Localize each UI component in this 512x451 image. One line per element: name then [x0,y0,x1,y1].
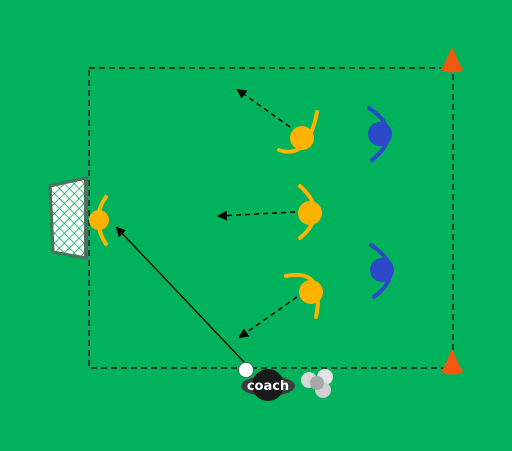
defender-player-icon [367,106,392,162]
attacker-player-icon [284,272,323,319]
defender-player-icon [369,243,394,299]
run-arrow [238,296,298,339]
attacker-player-icon [298,184,322,240]
attacker-player-icon [277,110,319,154]
cone-icon [441,349,463,375]
goalkeeper-player-icon [89,195,109,246]
coach-icon: coach [241,369,295,401]
ball-stack-icon [301,369,333,398]
pass-arrow [115,226,245,363]
ball-icon [238,362,254,378]
run-arrow [236,88,291,128]
coach-label: coach [247,379,289,394]
cone-icon [441,47,463,73]
goal [48,176,88,260]
drill-boundary [88,67,454,369]
run-arrow [217,210,296,221]
